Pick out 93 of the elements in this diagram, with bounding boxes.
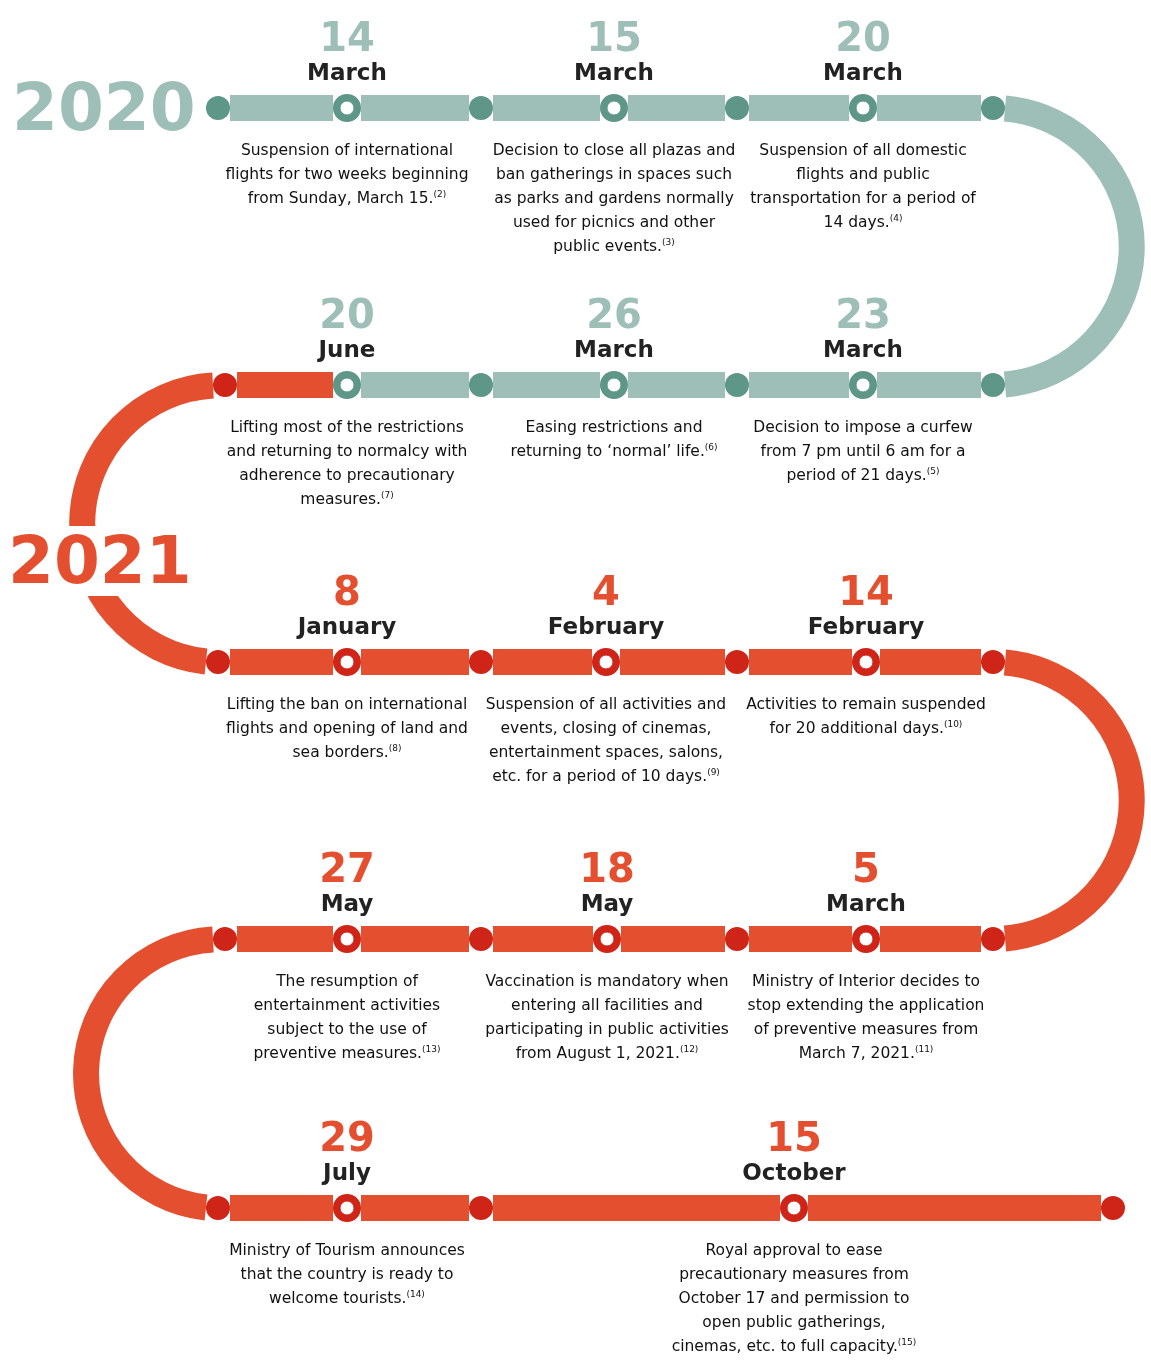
date-month: June [318,335,376,363]
track-dot [469,1196,493,1220]
timeline-track [361,372,469,398]
timeline-track [237,926,333,952]
timeline-track [361,926,469,952]
track-dot [981,650,1005,674]
timeline-track [880,926,981,952]
date-month: March [826,889,906,917]
event-description: Decision to close all plazas and ban gatherings in spaces such as parks and gardens normally used for picnics and other public events.$^{(3)}$ [491,140,737,257]
date-month: March [574,335,654,363]
timeline-track [230,95,333,121]
track-dot [213,927,237,951]
date-day: 29 [319,1116,375,1158]
timeline-track [749,372,849,398]
track-dot [981,96,1005,120]
timeline-track [1003,95,1145,398]
date-day: 27 [319,847,375,889]
date-day: 14 [319,16,375,58]
timeline-track [237,372,333,398]
date-month: March [823,58,903,86]
date-day: 23 [835,293,891,335]
event-description: Easing restrictions and returning to ‘normal’ life.$^{(6)}$ [509,417,719,462]
track-dot [206,1196,230,1220]
date-day: 8 [333,570,361,612]
track-dot [213,373,237,397]
date-month: January [297,612,397,640]
track-dot [725,96,749,120]
date-month: May [320,889,374,917]
date-month: July [323,1158,371,1186]
event-description: Royal approval to ease precautionary measures from October 17 and permission to open public gatherings, cinemas, etc. to full capacity.$^{(15)}$ [671,1240,917,1357]
event-description: Decision to impose a curfew from 7 pm until 6 am for a period of 21 days.$^{(5)}$ [752,417,974,486]
timeline-track [880,649,981,675]
timeline-track [808,1195,1101,1221]
timeline-track [493,372,600,398]
timeline-track [877,372,981,398]
timeline-track [628,95,725,121]
date-month: February [547,612,665,640]
timeline-track [493,649,592,675]
track-dot [469,927,493,951]
track-dot [725,927,749,951]
track-dot [469,650,493,674]
timeline-track [749,95,849,121]
timeline-track [493,926,593,952]
timeline-track [361,95,469,121]
track-dot [1101,1196,1125,1220]
timeline-track [493,1195,780,1221]
track-dot [725,373,749,397]
event-description: Lifting most of the restrictions and returning to normalcy with adherence to precautionary measures.$^{(7)}$ [225,417,469,510]
timeline-track [621,926,725,952]
date-month: May [580,889,634,917]
date-month: March [574,58,654,86]
track-dot [469,96,493,120]
timeline-track [749,926,852,952]
date-day: 14 [838,570,894,612]
track-dot [981,373,1005,397]
event-description: Vaccination is mandatory when entering all facilities and participating in public activities from August 1, 2021.$^{(12)}$ [484,971,730,1064]
date-day: 20 [319,293,375,335]
event-description: The resumption of entertainment activities subject to the use of preventive measures.$^{(13)}$ [252,971,442,1064]
event-description: Lifting the ban on international flights and opening of land and sea borders.$^{(8)}$ [225,694,469,763]
event-description: Suspension of all domestic flights and public transportation for a period of 14 days.$^{(4)}$ [749,140,977,233]
timeline-track [1003,649,1145,952]
timeline-track [628,372,725,398]
date-month: February [807,612,925,640]
timeline-track [73,926,215,1221]
date-day: 18 [579,847,635,889]
date-day: 4 [592,570,620,612]
date-day: 15 [586,16,642,58]
date-month: March [307,58,387,86]
timeline-track [69,372,215,675]
track-dot [206,650,230,674]
date-day: 15 [766,1116,822,1158]
timeline-track [620,649,725,675]
event-description: Ministry of Tourism announces that the country is ready to welcome tourists.$^{(14)}$ [228,1240,466,1309]
date-day: 5 [852,847,880,889]
date-day: 20 [835,16,891,58]
event-description: Suspension of all activities and events, closing of cinemas, entertainment spaces, salons, etc. for a period of 10 days.$^{(9)}$ [484,694,728,787]
timeline-track [361,1195,469,1221]
timeline-track [361,649,469,675]
timeline-track [749,649,852,675]
event-description: Suspension of international flights for two weeks beginning from Sunday, March 15.$^{(2)}$ [224,140,470,209]
date-month: October [742,1158,846,1186]
timeline-track [230,1195,333,1221]
event-description: Ministry of Interior decides to stop extending the application of preventive measures from March 7, 2021.$^{(11)}$ [746,971,986,1064]
timeline-track [877,95,981,121]
timeline-track [493,95,600,121]
track-dot [725,650,749,674]
track-dot [981,927,1005,951]
timeline-track [230,649,333,675]
date-day: 26 [586,293,642,335]
track-dot [469,373,493,397]
event-description: Activities to remain suspended for 20 additional days.$^{(10)}$ [745,694,987,739]
track-dot [206,96,230,120]
date-month: March [823,335,903,363]
